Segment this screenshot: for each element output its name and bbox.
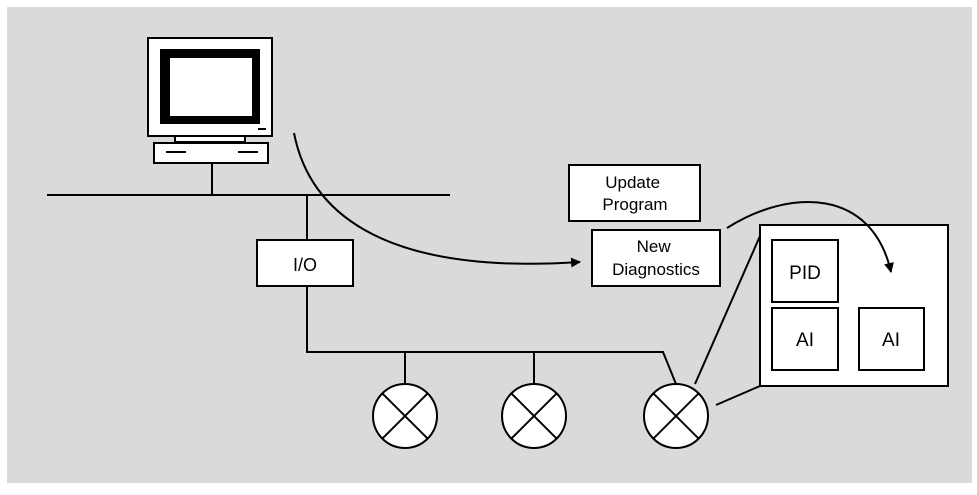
callout-line-bottom	[715, 385, 761, 406]
pid-block: PID	[771, 239, 839, 303]
new-diagnostics-line-2: Diagnostics	[612, 260, 700, 279]
callout-line-top	[694, 235, 761, 385]
ai-block-right: AI	[858, 307, 925, 371]
update-program-line-2: Program	[602, 195, 667, 214]
computer-icon	[147, 37, 273, 164]
update-program-line-1: Update	[605, 173, 660, 192]
fieldbus-line	[306, 286, 677, 385]
ai-block-left: AI	[771, 307, 839, 371]
deploy-arrow	[726, 201, 894, 273]
new-diagnostics-line-1: New	[637, 237, 672, 256]
new-diagnostics-box: New Diagnostics	[591, 229, 721, 287]
update-program-box: Update Program	[568, 164, 701, 222]
field-device-x-icon	[501, 383, 567, 449]
new-diagnostics-label: New Diagnostics	[612, 237, 700, 279]
update-program-label: Update Program	[602, 173, 667, 214]
ai-right-label: AI	[882, 330, 900, 351]
download-arrow	[293, 132, 581, 268]
field-device-x-icon	[372, 383, 438, 449]
pid-label: PID	[789, 263, 821, 284]
io-label: I/O	[293, 255, 317, 275]
io-box: I/O	[256, 239, 354, 287]
field-device-x-icon	[643, 383, 709, 449]
ai-left-label: AI	[796, 330, 814, 351]
